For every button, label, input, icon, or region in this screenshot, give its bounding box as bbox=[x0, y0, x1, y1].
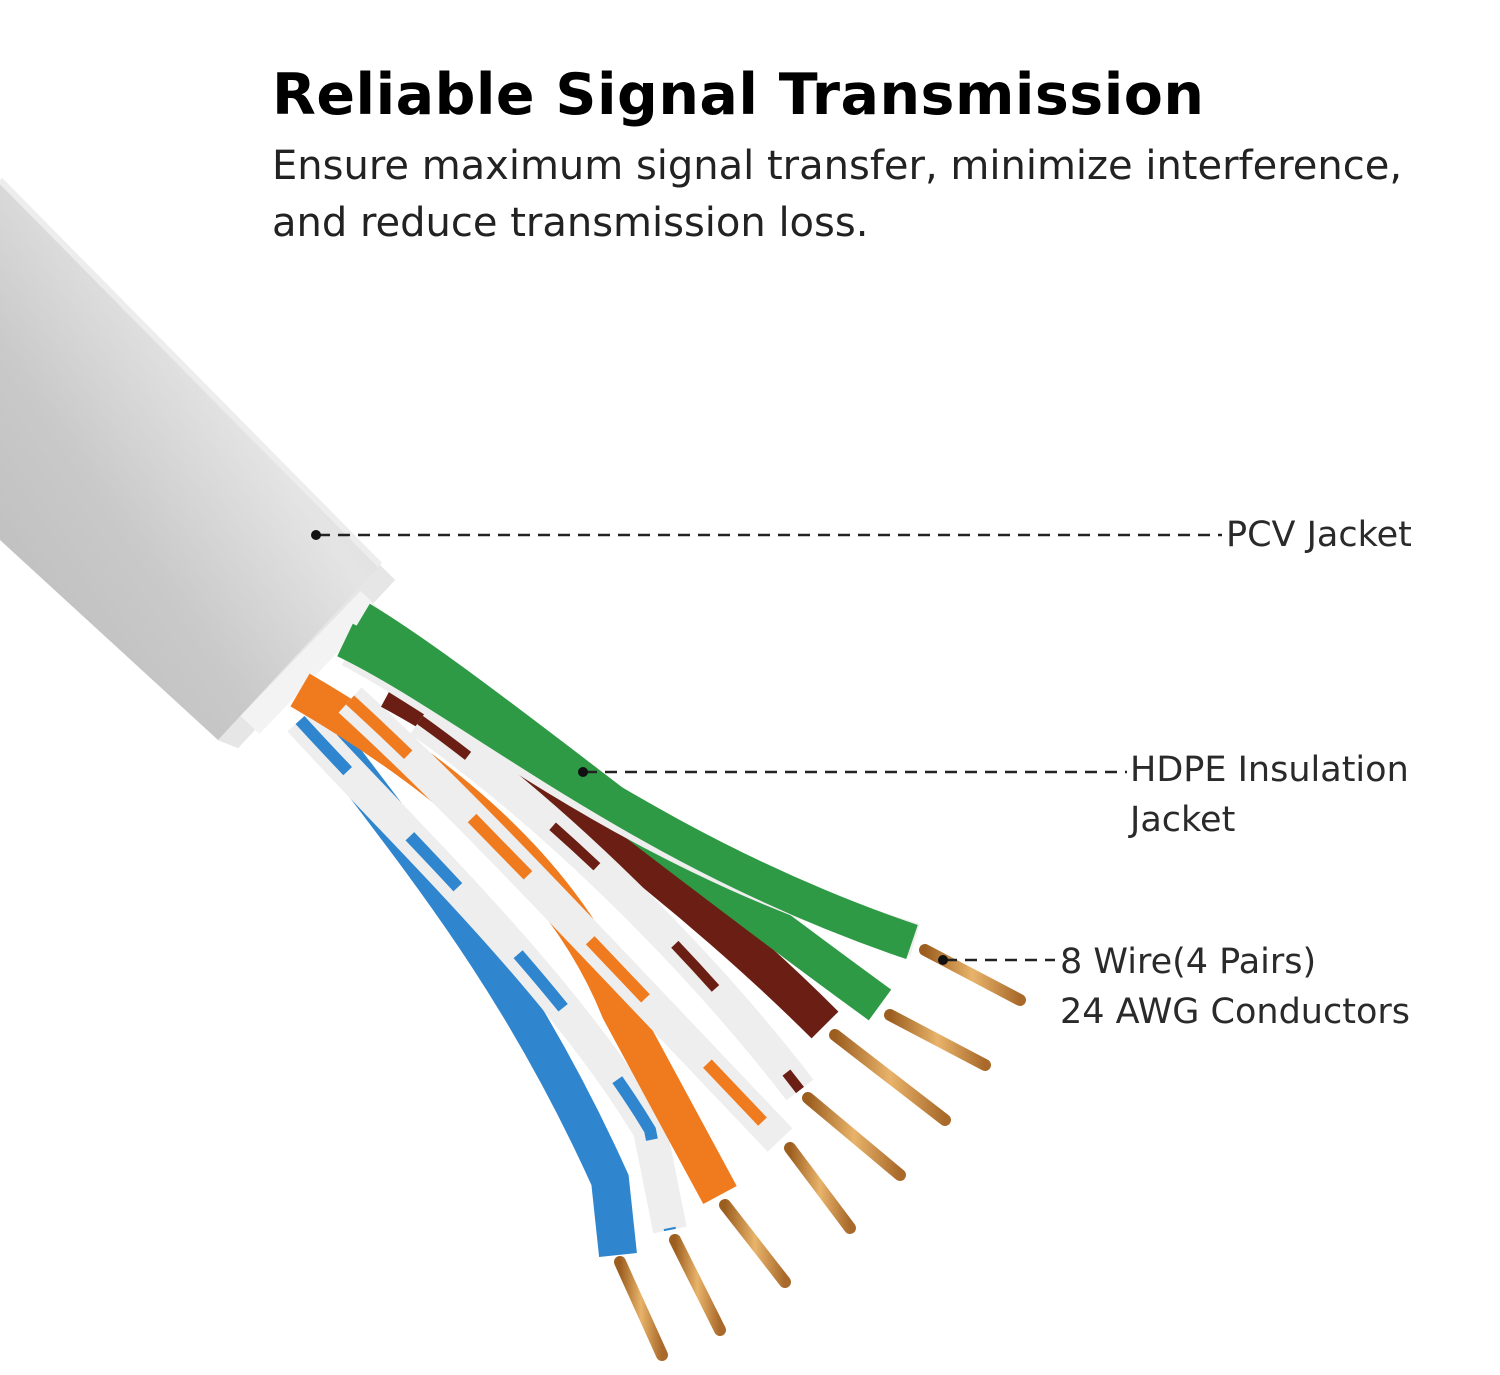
leader-dots bbox=[311, 530, 948, 965]
wire-pair-green bbox=[337, 603, 920, 1021]
page-title: Reliable Signal Transmission bbox=[272, 62, 1205, 128]
wire-pair-blue bbox=[287, 708, 687, 1258]
callout-hdpe-line-1: HDPE Insulation bbox=[1130, 750, 1409, 790]
page-subtitle: Ensure maximum signal transfer, minimize… bbox=[272, 138, 1472, 252]
callout-hdpe-insulation: HDPE Insulation Jacket bbox=[1130, 745, 1409, 845]
callout-pcv-jacket: PCV Jacket bbox=[1226, 510, 1412, 560]
callout-hdpe-line-2: Jacket bbox=[1130, 800, 1236, 840]
subtitle-line-2: and reduce transmission loss. bbox=[272, 200, 869, 246]
callout-wire-line-1: 8 Wire(4 Pairs) bbox=[1060, 942, 1317, 982]
callout-wire-conductors: 8 Wire(4 Pairs) 24 AWG Conductors bbox=[1060, 937, 1410, 1037]
subtitle-line-1: Ensure maximum signal transfer, minimize… bbox=[272, 143, 1403, 189]
callout-wire-line-2: 24 AWG Conductors bbox=[1060, 992, 1410, 1032]
leader-lines bbox=[318, 533, 1222, 962]
pcv-jacket bbox=[0, 177, 395, 748]
wire-pair-orange bbox=[290, 673, 793, 1205]
callout-pcv-text: PCV Jacket bbox=[1226, 515, 1412, 555]
